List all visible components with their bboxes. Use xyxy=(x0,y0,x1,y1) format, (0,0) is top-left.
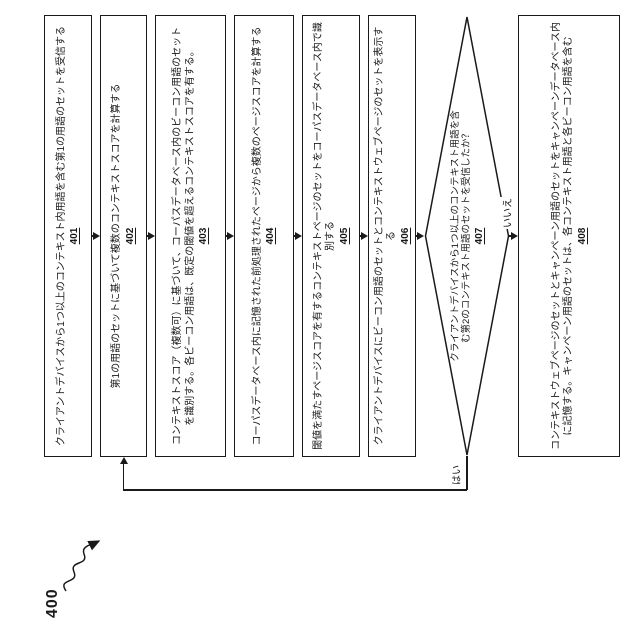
decision-diamond-407: クライアントデバイスから1つ以上のコンテキスト用語を含む第2のコンテキスト用語の… xyxy=(424,15,510,457)
flow-box-403-text: コンテキストスコア（複数可）に基づいて、コーパスデータベース内のビーコン用語のセ… xyxy=(172,26,196,446)
decision-407-text: クライアントデバイスから1つ以上のコンテキスト用語を含む第2のコンテキスト用語の… xyxy=(449,110,473,362)
flow-arrow-402-403 xyxy=(148,232,155,240)
flow-box-405-number: 405 xyxy=(338,227,350,245)
yes-branch-arrow xyxy=(119,457,128,464)
flow-box-403: コンテキストスコア（複数可）に基づいて、コーパスデータベース内のビーコン用語のセ… xyxy=(155,15,226,457)
flow-arrow-404-405 xyxy=(295,232,302,240)
flow-box-408-number: 408 xyxy=(576,227,588,245)
flow-box-402-text: 第1の用語のセットに基づいて複数のコンテキストスコアを計算する xyxy=(111,83,123,389)
flow-box-405: 閾値を満たすページスコアを有するコンテキストページのセットをコーパスデータベース… xyxy=(302,15,360,457)
flow-box-404: コーパスデータベース内に記憶された前処理されたページから複数のページスコアを計算… xyxy=(234,15,294,457)
yes-branch-line-out xyxy=(466,456,468,490)
flow-box-402-number: 402 xyxy=(124,227,136,245)
no-label: いいえ xyxy=(499,197,514,229)
diamond-shape xyxy=(424,16,510,456)
flow-box-408: コンテキストウェブページのセットとキャンペーン用語のセットをキャンペーンデータベ… xyxy=(518,15,620,457)
flow-arrow-405-406 xyxy=(361,232,368,240)
flow-box-401: クライアントデバイスから1つ以上のコンテキスト内用語を含む第1の用語のセットを受… xyxy=(44,15,92,457)
flow-arrow-406-407 xyxy=(417,232,424,240)
flow-box-404-number: 404 xyxy=(265,227,277,245)
flow-box-403-number: 403 xyxy=(198,227,209,245)
yes-branch-line-up xyxy=(123,489,467,491)
flow-arrow-407-408 xyxy=(511,232,518,240)
flow-box-406: クライアントデバイスにビーコン用語のセットとコンテキストウェブページのセットを表… xyxy=(368,15,416,457)
flow-arrow-401-402 xyxy=(93,232,100,240)
flow-box-401-text: クライアントデバイスから1つ以上のコンテキスト内用語を含む第1の用語のセットを受… xyxy=(55,25,67,447)
flow-box-402: 第1の用語のセットに基づいて複数のコンテキストスコアを計算する 402 xyxy=(100,15,147,457)
flow-box-406-number: 406 xyxy=(399,227,411,245)
yes-label: はい xyxy=(448,464,463,486)
yes-branch-line-in xyxy=(122,463,124,491)
squiggle-lead-arrow-icon xyxy=(63,540,101,592)
flow-arrow-403-404 xyxy=(227,232,234,240)
flow-box-406-text: クライアントデバイスにビーコン用語のセットとコンテキストウェブページのセットを表… xyxy=(373,26,398,446)
flow-box-408-text: コンテキストウェブページのセットとキャンペーン用語のセットをキャンペーンデータベ… xyxy=(550,22,575,450)
decision-407-number: 407 xyxy=(473,227,485,245)
flow-box-401-number: 401 xyxy=(69,227,81,245)
flow-box-405-text: 閾値を満たすページスコアを有するコンテキストページのセットをコーパスデータベース… xyxy=(312,22,337,450)
flow-box-404-text: コーパスデータベース内に記憶された前処理されたページから複数のページスコアを計算… xyxy=(251,26,263,446)
